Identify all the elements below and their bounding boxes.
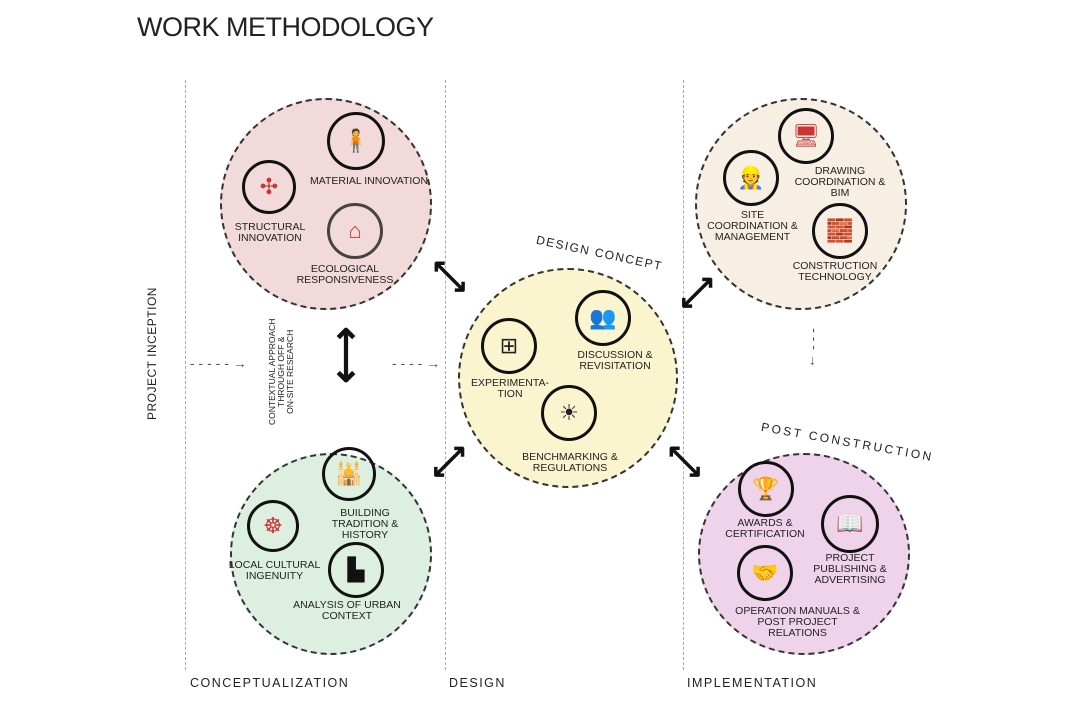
design-concept-label: DESIGN CONCEPT — [534, 232, 665, 274]
culture-icon: ☸ — [247, 500, 299, 552]
phase-design: DESIGN — [449, 676, 506, 690]
meeting-icon: 👥 — [575, 290, 631, 346]
ecological-label: ECOLOGICAL RESPONSIVENESS — [296, 263, 394, 286]
construction-label: CONSTRUCTION TECHNOLOGY — [792, 260, 878, 283]
structural-icon: ✣ — [242, 160, 296, 214]
discussion-label: DISCUSSION & REVISITATION — [577, 349, 653, 372]
trophy-icon: 🏆 — [738, 461, 794, 517]
post-construction-circle — [698, 453, 910, 655]
awards-label: AWARDS & CERTIFICATION — [725, 517, 805, 540]
divider — [445, 80, 446, 670]
grid-pattern-icon: ⊞ — [481, 318, 537, 374]
dashed-arrow: - - - - → — [392, 355, 441, 371]
urban-label: ANALYSIS OF URBAN CONTEXT — [293, 599, 401, 622]
double-arrow-icon: ⟷ — [324, 326, 369, 384]
drawing-label: DRAWING COORDINATION & BIM — [794, 165, 886, 199]
building-label: BUILDING TRADITION & HISTORY — [331, 507, 399, 541]
phase-conceptualization: CONCEPTUALIZATION — [190, 676, 350, 690]
solar-house-icon: ⌂ — [327, 203, 383, 259]
double-arrow-icon: ⟷ — [657, 434, 712, 489]
site-label: SITE COORDINATION & MANAGEMENT — [707, 209, 798, 243]
phase-implementation: IMPLEMENTATION — [687, 676, 818, 690]
project-inception-label: PROJECT INCEPTION — [145, 287, 159, 420]
structural-label: STRUCTURAL INNOVATION — [234, 221, 306, 244]
page-title: WORK METHODOLOGY — [137, 12, 434, 42]
double-arrow-icon: ⟷ — [422, 434, 477, 489]
text: ON-SITE RESEARCH — [285, 329, 295, 414]
publishing-label: PROJECT PUBLISHING & ADVERTISING — [813, 552, 887, 586]
team-icon: 👷 — [723, 150, 779, 206]
dashed-arrow: - - - → — [806, 328, 823, 368]
taj-mahal-icon: 🕌 — [322, 447, 376, 501]
divider — [683, 80, 684, 670]
local-label: LOCAL CULTURAL INGENUITY — [228, 559, 321, 582]
design-circle — [458, 268, 678, 488]
book-icon: 📖 — [821, 495, 879, 553]
handshake-icon: 🤝 — [737, 545, 793, 601]
city-skyline-icon: ▙ — [328, 542, 384, 598]
divider — [185, 80, 186, 670]
double-arrow-icon: ⟷ — [670, 265, 725, 320]
brick-wall-icon: 🧱 — [812, 203, 868, 259]
material-label: MATERIAL INNOVATION — [310, 175, 429, 187]
manuals-label: OPERATION MANUALS & POST PROJECT RELATIO… — [735, 605, 860, 639]
workstation-icon: 🖥 — [778, 108, 834, 164]
benchmarking-label: BENCHMARKING & REGULATIONS — [522, 451, 618, 474]
sun-icon: ☀ — [541, 385, 597, 441]
experimentation-label: EXPERIMENTA- TION — [471, 377, 549, 400]
material-icon: 🧍 — [327, 112, 385, 170]
double-arrow-icon: ⟷ — [422, 249, 477, 304]
dashed-arrow: - - - - - → — [190, 355, 247, 371]
